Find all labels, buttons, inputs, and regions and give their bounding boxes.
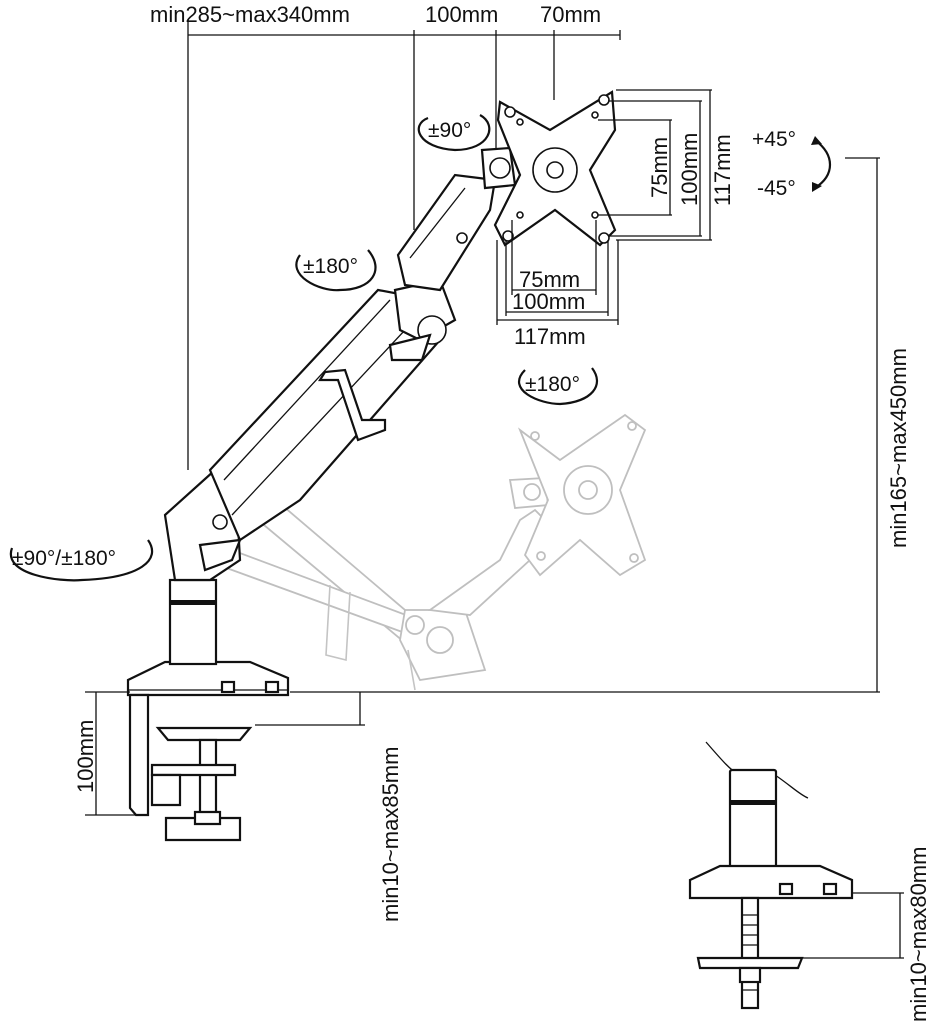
vesa-h-117-label: 117mm [514, 324, 586, 349]
forearm-swivel-label: ±180° [303, 255, 358, 278]
dimension-lines [85, 20, 904, 959]
base-swivel-label: ±90°/±180° [12, 547, 116, 570]
vesa-h-75-label: 75mm [519, 267, 580, 292]
head-offset-label: 70mm [540, 2, 601, 27]
vesa-v-100-label: 100mm [677, 133, 702, 206]
clamp-height-label: 100mm [73, 720, 98, 793]
vesa-v-117-label: 117mm [710, 134, 735, 206]
clamp-desk-label: min10~max85mm [378, 747, 403, 922]
head-swivel-label: ±90° [428, 119, 471, 142]
vesa-h-100-label: 100mm [512, 289, 585, 314]
arm-reach-label: min285~max340mm [150, 2, 350, 27]
desk-clamp [126, 660, 290, 842]
head-swivel-arc [417, 114, 491, 152]
grommet-desk-label: min10~max80mm [906, 847, 931, 1022]
gas-spring-arm [198, 278, 457, 572]
forearm [396, 146, 517, 292]
height-range-label: min165~max450mm [886, 348, 911, 548]
forearm-swivel-arc [295, 249, 377, 292]
screen-rotate-arc [517, 367, 598, 406]
base-swivel-arc [9, 539, 154, 582]
screen-rotate-label: ±180° [525, 373, 580, 396]
tilt-down-label: -45° [757, 177, 796, 200]
grommet-mount-inset [688, 741, 854, 1010]
pivot-offset-label: 100mm [425, 2, 498, 27]
vesa-v-75-label: 75mm [647, 137, 672, 198]
vesa-plate [493, 90, 617, 247]
tilt-up-label: +45° [752, 128, 796, 151]
rotation-arcs [9, 114, 831, 582]
ghost-arm-position [203, 413, 647, 691]
tilt-arc [814, 139, 831, 189]
